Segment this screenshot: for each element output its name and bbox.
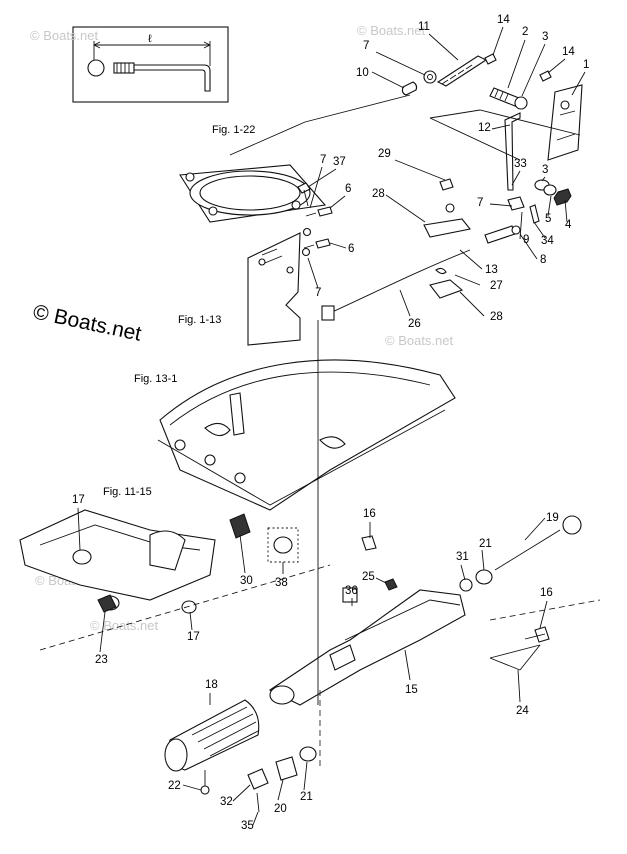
watermark-faint: © Boats.net xyxy=(385,333,454,348)
callout-label: 3 xyxy=(542,164,548,176)
rod-bend xyxy=(133,64,211,92)
bushing-and-cap xyxy=(229,513,299,563)
callout-label: 32 xyxy=(220,796,233,808)
callout-label: 18 xyxy=(205,679,218,691)
callout-label: 17 xyxy=(187,631,200,643)
dimension-label: ℓ xyxy=(148,33,152,45)
callout-label: 7 xyxy=(363,40,369,52)
callout-label: 12 xyxy=(478,122,491,134)
callout-label: 28 xyxy=(490,311,503,323)
watermark-faint: © Boats.net xyxy=(357,23,426,38)
bracket-plate xyxy=(247,232,301,346)
callout-label: 29 xyxy=(378,148,391,160)
callout-label: 13 xyxy=(485,264,498,276)
callout-label: 10 xyxy=(356,67,369,79)
callout-label: 23 xyxy=(95,654,108,666)
callout-label: 6 xyxy=(345,183,351,195)
rod-eye xyxy=(87,59,105,77)
callout-label: 31 xyxy=(456,551,469,563)
callout-label: 8 xyxy=(540,254,546,266)
callout-label: 28 xyxy=(372,188,385,200)
callout-label: 3 xyxy=(542,31,548,43)
callout-label: 16 xyxy=(540,587,553,599)
callout-label: 30 xyxy=(240,575,253,587)
callout-label: 16 xyxy=(363,508,376,520)
callout-label: 34 xyxy=(541,235,554,247)
callout-label: 38 xyxy=(275,577,288,589)
callout-label: 11 xyxy=(418,21,430,33)
callout-label: 36 xyxy=(345,585,358,597)
control-lever xyxy=(547,84,583,161)
callout-label: 14 xyxy=(562,46,575,58)
callout-label: 25 xyxy=(362,571,375,583)
tiller-arm xyxy=(39,515,601,770)
callout-label: 2 xyxy=(522,26,528,38)
figure-ref-label: Fig. 11-15 xyxy=(103,486,152,498)
callout-label: 19 xyxy=(546,512,559,524)
callout-label: 24 xyxy=(516,705,529,717)
inset-detail: ℓ xyxy=(72,26,229,103)
swivel-bracket xyxy=(19,509,216,614)
throttle-cable xyxy=(321,178,471,321)
watermark-faint: © Boats.net xyxy=(30,28,99,43)
callout-label: 22 xyxy=(168,780,181,792)
lower-cowling xyxy=(157,359,456,511)
figure-ref-label: Fig. 1-13 xyxy=(178,314,221,326)
callout-label: 35 xyxy=(241,820,254,832)
callout-label: 9 xyxy=(523,234,529,246)
callout-label: 33 xyxy=(514,158,527,170)
callout-label: 21 xyxy=(479,538,492,550)
callout-label: 26 xyxy=(408,318,421,330)
ring-gasket xyxy=(179,164,327,223)
callout-label: 17 xyxy=(72,494,85,506)
callout-label: 5 xyxy=(545,213,551,225)
linkage-assembly xyxy=(401,53,583,244)
mounting-bolts xyxy=(297,182,333,257)
callout-label: 21 xyxy=(300,791,313,803)
callout-label: 6 xyxy=(348,243,354,255)
callout-label: 7 xyxy=(320,154,326,166)
grip-and-parts xyxy=(164,699,317,813)
leader-lines xyxy=(77,26,586,826)
callout-label: 20 xyxy=(274,803,287,815)
callout-label: 7 xyxy=(477,197,483,209)
callout-label: 37 xyxy=(333,156,346,168)
callout-label: 7 xyxy=(315,287,321,299)
callout-label: 15 xyxy=(405,684,418,696)
callout-label: 4 xyxy=(565,219,572,231)
callout-label: 27 xyxy=(490,280,503,292)
link-rod xyxy=(504,112,521,191)
figure-ref-label: Fig. 1-22 xyxy=(212,124,255,136)
watermark-main: © Boats.net xyxy=(31,300,144,345)
figure-ref-label: Fig. 13-1 xyxy=(134,373,177,385)
watermark-faint: © Boats.net xyxy=(90,618,159,633)
callout-label: 1 xyxy=(583,59,589,71)
callout-label: 14 xyxy=(497,14,510,26)
